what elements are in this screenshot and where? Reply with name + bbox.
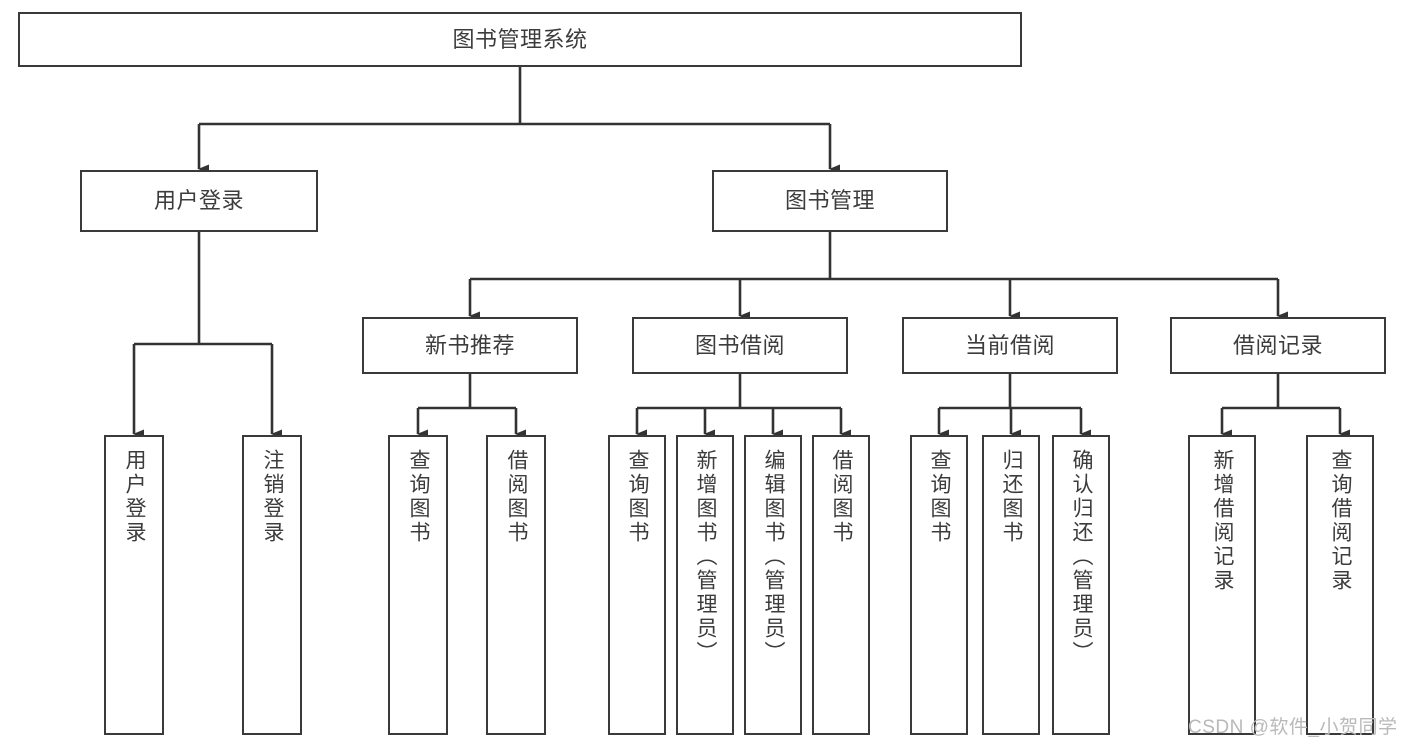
node-leaf-rec-search[interactable]: 查询借阅记录 xyxy=(1306,435,1374,735)
node-label-leaf-user-login: 用户登录 xyxy=(123,449,147,545)
node-label-leaf-borrow-add: 新增图书（管理员） xyxy=(694,449,718,665)
node-leaf-user-logout[interactable]: 注销登录 xyxy=(242,435,302,735)
node-label-leaf-cur-query: 查询图书 xyxy=(928,449,952,545)
node-label-root: 图书管理系统 xyxy=(452,26,588,52)
node-leaf-user-login[interactable]: 用户登录 xyxy=(104,435,164,735)
node-label-leaf-cur-return: 归还图书 xyxy=(1000,449,1024,545)
node-leaf-borrow-add[interactable]: 新增图书（管理员） xyxy=(676,435,734,735)
node-book-borrow[interactable]: 图书借阅 xyxy=(632,317,848,374)
node-label-new-book-rec: 新书推荐 xyxy=(424,332,515,358)
node-label-leaf-cur-confirm: 确认归还（管理员） xyxy=(1070,449,1094,665)
node-label-leaf-borrow-query: 查询图书 xyxy=(626,449,650,545)
node-leaf-rec-borrow[interactable]: 借阅图书 xyxy=(486,435,546,735)
node-current-borrow[interactable]: 当前借阅 xyxy=(902,317,1118,374)
node-label-leaf-rec-search: 查询借阅记录 xyxy=(1329,449,1353,593)
node-label-borrow-record: 借阅记录 xyxy=(1232,332,1323,358)
node-label-leaf-borrow-lend: 借阅图书 xyxy=(830,449,854,545)
node-root[interactable]: 图书管理系统 xyxy=(18,12,1022,67)
node-label-leaf-rec-borrow: 借阅图书 xyxy=(505,449,529,545)
node-leaf-cur-query[interactable]: 查询图书 xyxy=(910,435,968,735)
node-label-book-borrow: 图书借阅 xyxy=(694,332,785,358)
node-leaf-cur-confirm[interactable]: 确认归还（管理员） xyxy=(1052,435,1110,735)
node-label-book-manage: 图书管理 xyxy=(784,188,875,214)
node-leaf-borrow-lend[interactable]: 借阅图书 xyxy=(812,435,870,735)
watermark-text: CSDN @软件_小贺同学 xyxy=(1188,717,1398,738)
edges-group xyxy=(132,67,1350,439)
node-leaf-rec-query[interactable]: 查询图书 xyxy=(388,435,448,735)
node-leaf-cur-return[interactable]: 归还图书 xyxy=(982,435,1040,735)
node-borrow-record[interactable]: 借阅记录 xyxy=(1170,317,1386,374)
node-label-current-borrow: 当前借阅 xyxy=(964,332,1055,358)
node-book-manage[interactable]: 图书管理 xyxy=(712,170,948,232)
node-label-user-login: 用户登录 xyxy=(153,188,244,214)
node-leaf-borrow-query[interactable]: 查询图书 xyxy=(608,435,666,735)
node-label-leaf-rec-add: 新增借阅记录 xyxy=(1211,449,1235,593)
node-label-leaf-rec-query: 查询图书 xyxy=(407,449,431,545)
node-leaf-borrow-edit[interactable]: 编辑图书（管理员） xyxy=(744,435,802,735)
node-leaf-rec-add[interactable]: 新增借阅记录 xyxy=(1188,435,1256,735)
node-user-login[interactable]: 用户登录 xyxy=(80,170,318,232)
node-label-leaf-borrow-edit: 编辑图书（管理员） xyxy=(762,449,786,665)
node-label-leaf-user-logout: 注销登录 xyxy=(261,449,285,545)
node-new-book-rec[interactable]: 新书推荐 xyxy=(362,317,578,374)
